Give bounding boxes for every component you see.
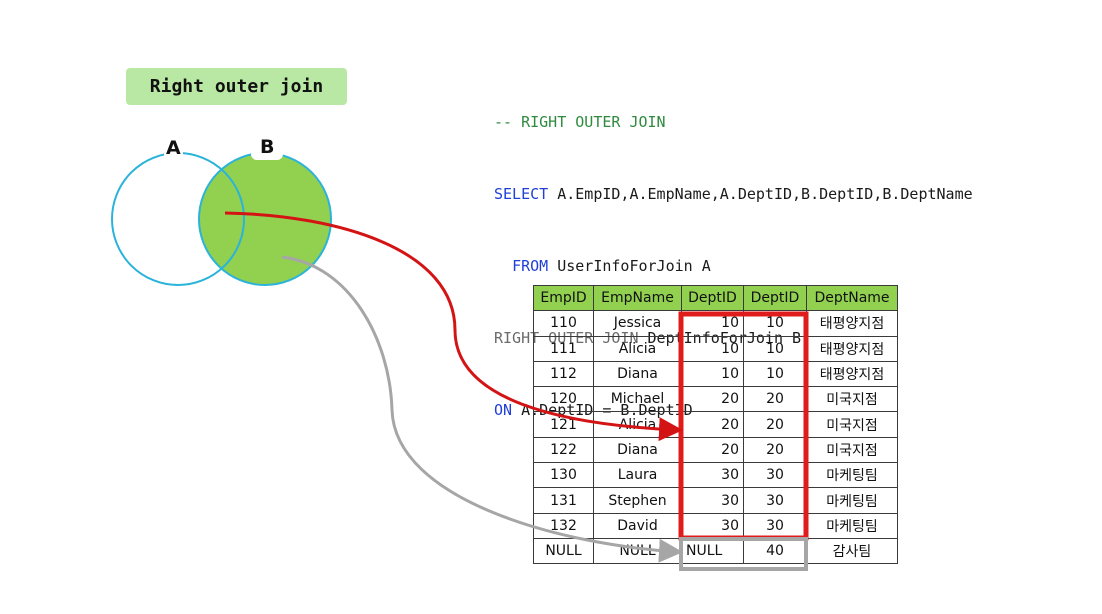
code-line-from: FROM UserInfoForJoin A (512, 257, 711, 275)
set-b-label: B (251, 136, 284, 160)
table-header-row: EmpID EmpName DeptID DeptID DeptName (533, 284, 898, 312)
header-empname: EmpName (593, 284, 682, 312)
code-line-comment: -- RIGHT OUTER JOIN (494, 113, 666, 131)
header-deptname: DeptName (806, 284, 898, 312)
header-a-deptid: DeptID (681, 284, 744, 312)
code-line-select: SELECT A.EmpID,A.EmpName,A.DeptID,B.Dept… (494, 185, 973, 203)
set-a-label: A (164, 137, 183, 159)
result-table: EmpID EmpName DeptID DeptID DeptName 110… (533, 284, 898, 565)
header-empid: EmpID (533, 284, 594, 312)
set-b-circle (198, 152, 332, 286)
diagram-title: Right outer join (126, 68, 347, 105)
header-b-deptid: DeptID (743, 284, 807, 312)
